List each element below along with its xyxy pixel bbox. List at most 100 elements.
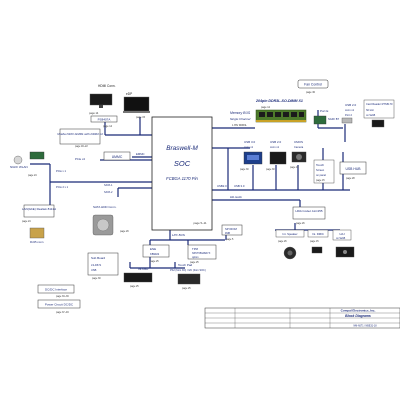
tpm-block: TPM NPCT650ABAYX option page 25 bbox=[187, 244, 217, 264]
usb2-port-icon bbox=[269, 151, 287, 165]
bt-card-icon bbox=[313, 115, 327, 125]
tpm-sub: NPCT650ABAYX bbox=[192, 252, 211, 255]
rj45-icon bbox=[29, 227, 45, 239]
soc-block: Braswell-M SOC FCBGA 1170 Pin page 5~11 bbox=[151, 116, 213, 231]
ummc-block: UMMC EMMC bbox=[103, 151, 145, 161]
soc-package: FCBGA 1170 Pin bbox=[166, 176, 198, 181]
usb30-a-label: USB 3.0 bbox=[244, 140, 256, 144]
spi-rom-label: SPI ROM bbox=[225, 227, 237, 231]
card-reader-label: Card Reader RTS5170 bbox=[366, 102, 393, 106]
codec-label: HDA Codec ALC255 bbox=[295, 209, 323, 213]
usb30-a-sub: conn x1 bbox=[244, 145, 254, 149]
cmos-block: CMOS Camera page 15 bbox=[290, 140, 307, 169]
ua-jack-block: UAJ on SubB bbox=[332, 229, 355, 258]
edp-page: page 15 bbox=[136, 116, 146, 119]
ngff-wlan-block: NGFF WLAN page 24 PCIe x 1 PCIe 2 x 1 bbox=[10, 151, 69, 189]
dimm-label: 204pin DDR3L-SO-DIMM X1 bbox=[255, 99, 303, 103]
usb20-b-block: USB 2.0 conn x1 page 30 bbox=[266, 140, 287, 171]
int-speaker-label: Int. Speaker bbox=[282, 232, 297, 236]
wifi-card-icon bbox=[13, 155, 23, 165]
pcie-a-label: PCIe x 1 bbox=[56, 169, 67, 173]
soc-subtitle: SOC bbox=[174, 159, 191, 168]
int-speaker-page: page 26 bbox=[278, 240, 287, 243]
tpm-sub2: option bbox=[192, 256, 199, 259]
fan-control-label: Fan Control bbox=[304, 83, 322, 87]
sata-a-label: SATA 1 bbox=[104, 183, 113, 187]
ummc-label: UMMC bbox=[112, 155, 123, 159]
fan-control-page: page 30 bbox=[306, 91, 316, 94]
ngff-wlan-label: NGFF WLAN bbox=[10, 165, 28, 169]
dcdc-page: page 33~36 bbox=[56, 295, 69, 298]
sub-board-sub: LS-D671 bbox=[91, 263, 102, 267]
bus-lines bbox=[30, 110, 350, 269]
usb20-b-label: USB 2.0 bbox=[270, 140, 282, 144]
keyboard-icon bbox=[123, 272, 153, 283]
dcdc-label: DC/DC Interface bbox=[45, 288, 67, 292]
rj45-label: RJ45 conn bbox=[30, 240, 44, 244]
emmc-label: EMMC bbox=[136, 152, 145, 156]
edp-label: eDP bbox=[126, 92, 132, 96]
panel-icon bbox=[123, 96, 150, 112]
usb-hub-page: page 28 bbox=[346, 177, 355, 180]
usb-hub-block: USB HUB page 28 bbox=[339, 161, 367, 180]
cmos-page: page 15 bbox=[290, 166, 299, 169]
usb-bus-b-label: USB 3.0 bbox=[234, 184, 245, 188]
port-e-block: Port E NGFF BT bbox=[313, 109, 340, 125]
codec-block: HDA Codec ALC255 page 26 bbox=[292, 206, 326, 225]
codec-page: page 26 bbox=[296, 222, 305, 225]
sub-board-sub2: USB bbox=[91, 268, 97, 272]
usb-port-icon bbox=[341, 117, 353, 124]
ene-sub: KB9022 bbox=[150, 252, 160, 256]
ua-jack-sub: on SubB bbox=[336, 237, 346, 240]
usb20-a-sub2: Port 2 bbox=[345, 113, 352, 117]
port-e-sub: NGFF BT bbox=[328, 117, 340, 121]
ua-jack-label: UAJ bbox=[339, 232, 345, 236]
cmos-sub: Camera bbox=[294, 145, 304, 149]
company-name: Compal Electronics, Inc. bbox=[341, 309, 376, 313]
sd-card-icon bbox=[371, 119, 385, 128]
card-reader-block: Card Reader RTS5170 SD slot on SubB bbox=[363, 99, 395, 128]
usb20-b-sub: conn x1 bbox=[270, 145, 280, 149]
usb20-a-sub: conn x1 bbox=[345, 108, 355, 112]
power-block: Power Circuit DC/DC page 37~46 bbox=[37, 299, 81, 314]
usb20-b-page: page 30 bbox=[266, 168, 275, 171]
tpm-page: page 25 bbox=[190, 261, 199, 264]
spi-rom-sub: 4MB bbox=[225, 232, 230, 235]
monitor-icon bbox=[89, 93, 113, 106]
nvidia-block: Nvidia N16V-GMR1 with DDR3 x4 page 18~22… bbox=[57, 128, 103, 161]
cmos-label: CMOS bbox=[294, 140, 303, 144]
sub-board-label: Sub Board bbox=[91, 256, 106, 260]
memory-block: 204pin DDR3L-SO-DIMM X1 Memory BUS Singl… bbox=[230, 99, 307, 127]
int-kbd-page: page 25 bbox=[130, 285, 139, 288]
sata-b-label: SATA 2 bbox=[104, 190, 113, 194]
ps8407a-label: PS8407A bbox=[98, 118, 111, 122]
sheet-title: Block Diagrams bbox=[345, 314, 371, 318]
usb30-a-page: page 30 bbox=[240, 168, 249, 171]
port-e-label: Port E bbox=[320, 109, 328, 113]
touchpad-block: Touch Pad PS2 (from KC) / I2C (from SOC)… bbox=[170, 263, 206, 290]
ps8407a-page: page 14 bbox=[103, 125, 113, 128]
spi-rom-block: SPI ROM 4MB page 5 bbox=[221, 224, 243, 241]
touchpad-label: Touch Pad bbox=[178, 263, 193, 267]
touchpad-page: page 25 bbox=[182, 287, 191, 290]
sata-hdd-label: SATA HDD Conn. bbox=[93, 205, 117, 209]
sub-board-page: page 30 bbox=[92, 277, 101, 280]
lan-label: LAN(GbE) Realtek 8111H bbox=[22, 207, 56, 211]
ene-page: page 25 bbox=[150, 260, 159, 263]
doc-number: NM-A571 / NBE31-18 bbox=[353, 325, 377, 328]
title-block: Compal Electronics, Inc. Block Diagrams … bbox=[204, 307, 400, 329]
sata-hdd-page: page 29 bbox=[120, 230, 129, 233]
touch-page: page 15 bbox=[316, 179, 325, 182]
soc-page: page 5~11 bbox=[193, 221, 207, 225]
int-kbd-block: Int.KBD page 25 bbox=[123, 267, 153, 288]
lan-page: page 24 bbox=[22, 220, 31, 223]
memory-bus-sub: Single Channel bbox=[230, 117, 251, 121]
ps8407a-box bbox=[90, 115, 118, 123]
power-label: Power Circuit DC/DC bbox=[45, 303, 74, 307]
soc-title: Braswell-M bbox=[166, 145, 198, 152]
ene-label: ENE bbox=[150, 247, 156, 251]
hdmi-conn-label: HDMI Conn. bbox=[98, 84, 116, 88]
touch-sub2: on panel bbox=[316, 173, 326, 177]
int-dmic-block: Int. DMIC page 15 bbox=[307, 229, 329, 254]
nvidia-page: page 18~22 bbox=[75, 145, 88, 148]
